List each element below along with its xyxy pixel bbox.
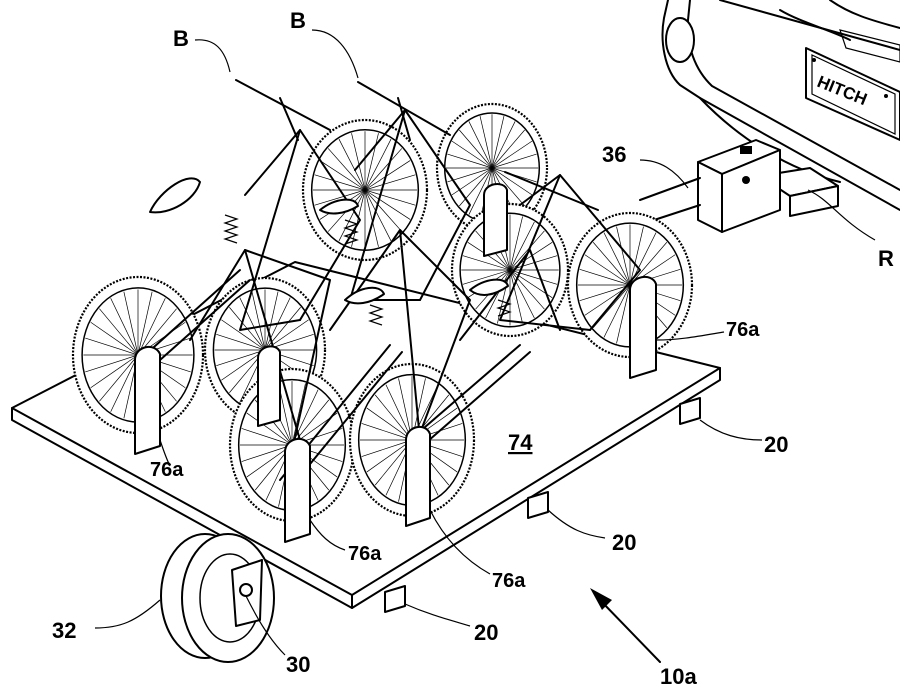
label-axle: 30 — [286, 652, 310, 677]
wheel-holder-left — [134, 345, 161, 455]
label-platform: 74 — [508, 430, 533, 455]
label-receiver: R — [878, 246, 894, 271]
wheel-holder-front-right — [405, 425, 431, 527]
wheel-holder-second — [257, 345, 281, 427]
caster-wheel — [160, 533, 275, 663]
label-wheel: 32 — [52, 618, 76, 643]
wheel-holder-front-left — [284, 437, 311, 543]
label-bike-right: B — [290, 8, 306, 33]
support-block-front — [384, 585, 406, 613]
label-rack-front-right: 76a — [492, 570, 526, 592]
vehicle-rear: HITCH — [661, 0, 900, 211]
label-rack-left: 76a — [150, 459, 184, 481]
label-rack-right: 76a — [726, 319, 760, 341]
label-support-right: 20 — [764, 432, 788, 457]
axle — [239, 583, 253, 597]
wheel-holder-back-middle — [483, 183, 508, 257]
label-rack-front-left: 76a — [348, 543, 382, 565]
label-bike-left: B — [173, 26, 189, 51]
label-hitch-bar: 36 — [602, 142, 626, 167]
license-plate: HITCH — [805, 47, 900, 141]
leader-lines — [94, 29, 876, 663]
label-support-middle: 20 — [612, 530, 636, 555]
wheel-holder-right — [629, 275, 657, 379]
support-block-right — [679, 397, 701, 425]
hitch-assembly — [639, 139, 839, 233]
label-assembly: 10a — [660, 664, 697, 689]
label-support-front: 20 — [474, 620, 498, 645]
bike-wheel — [301, 118, 429, 262]
bike-wheel — [450, 202, 570, 338]
bike-frames — [144, 79, 641, 487]
support-block-middle — [527, 491, 549, 519]
